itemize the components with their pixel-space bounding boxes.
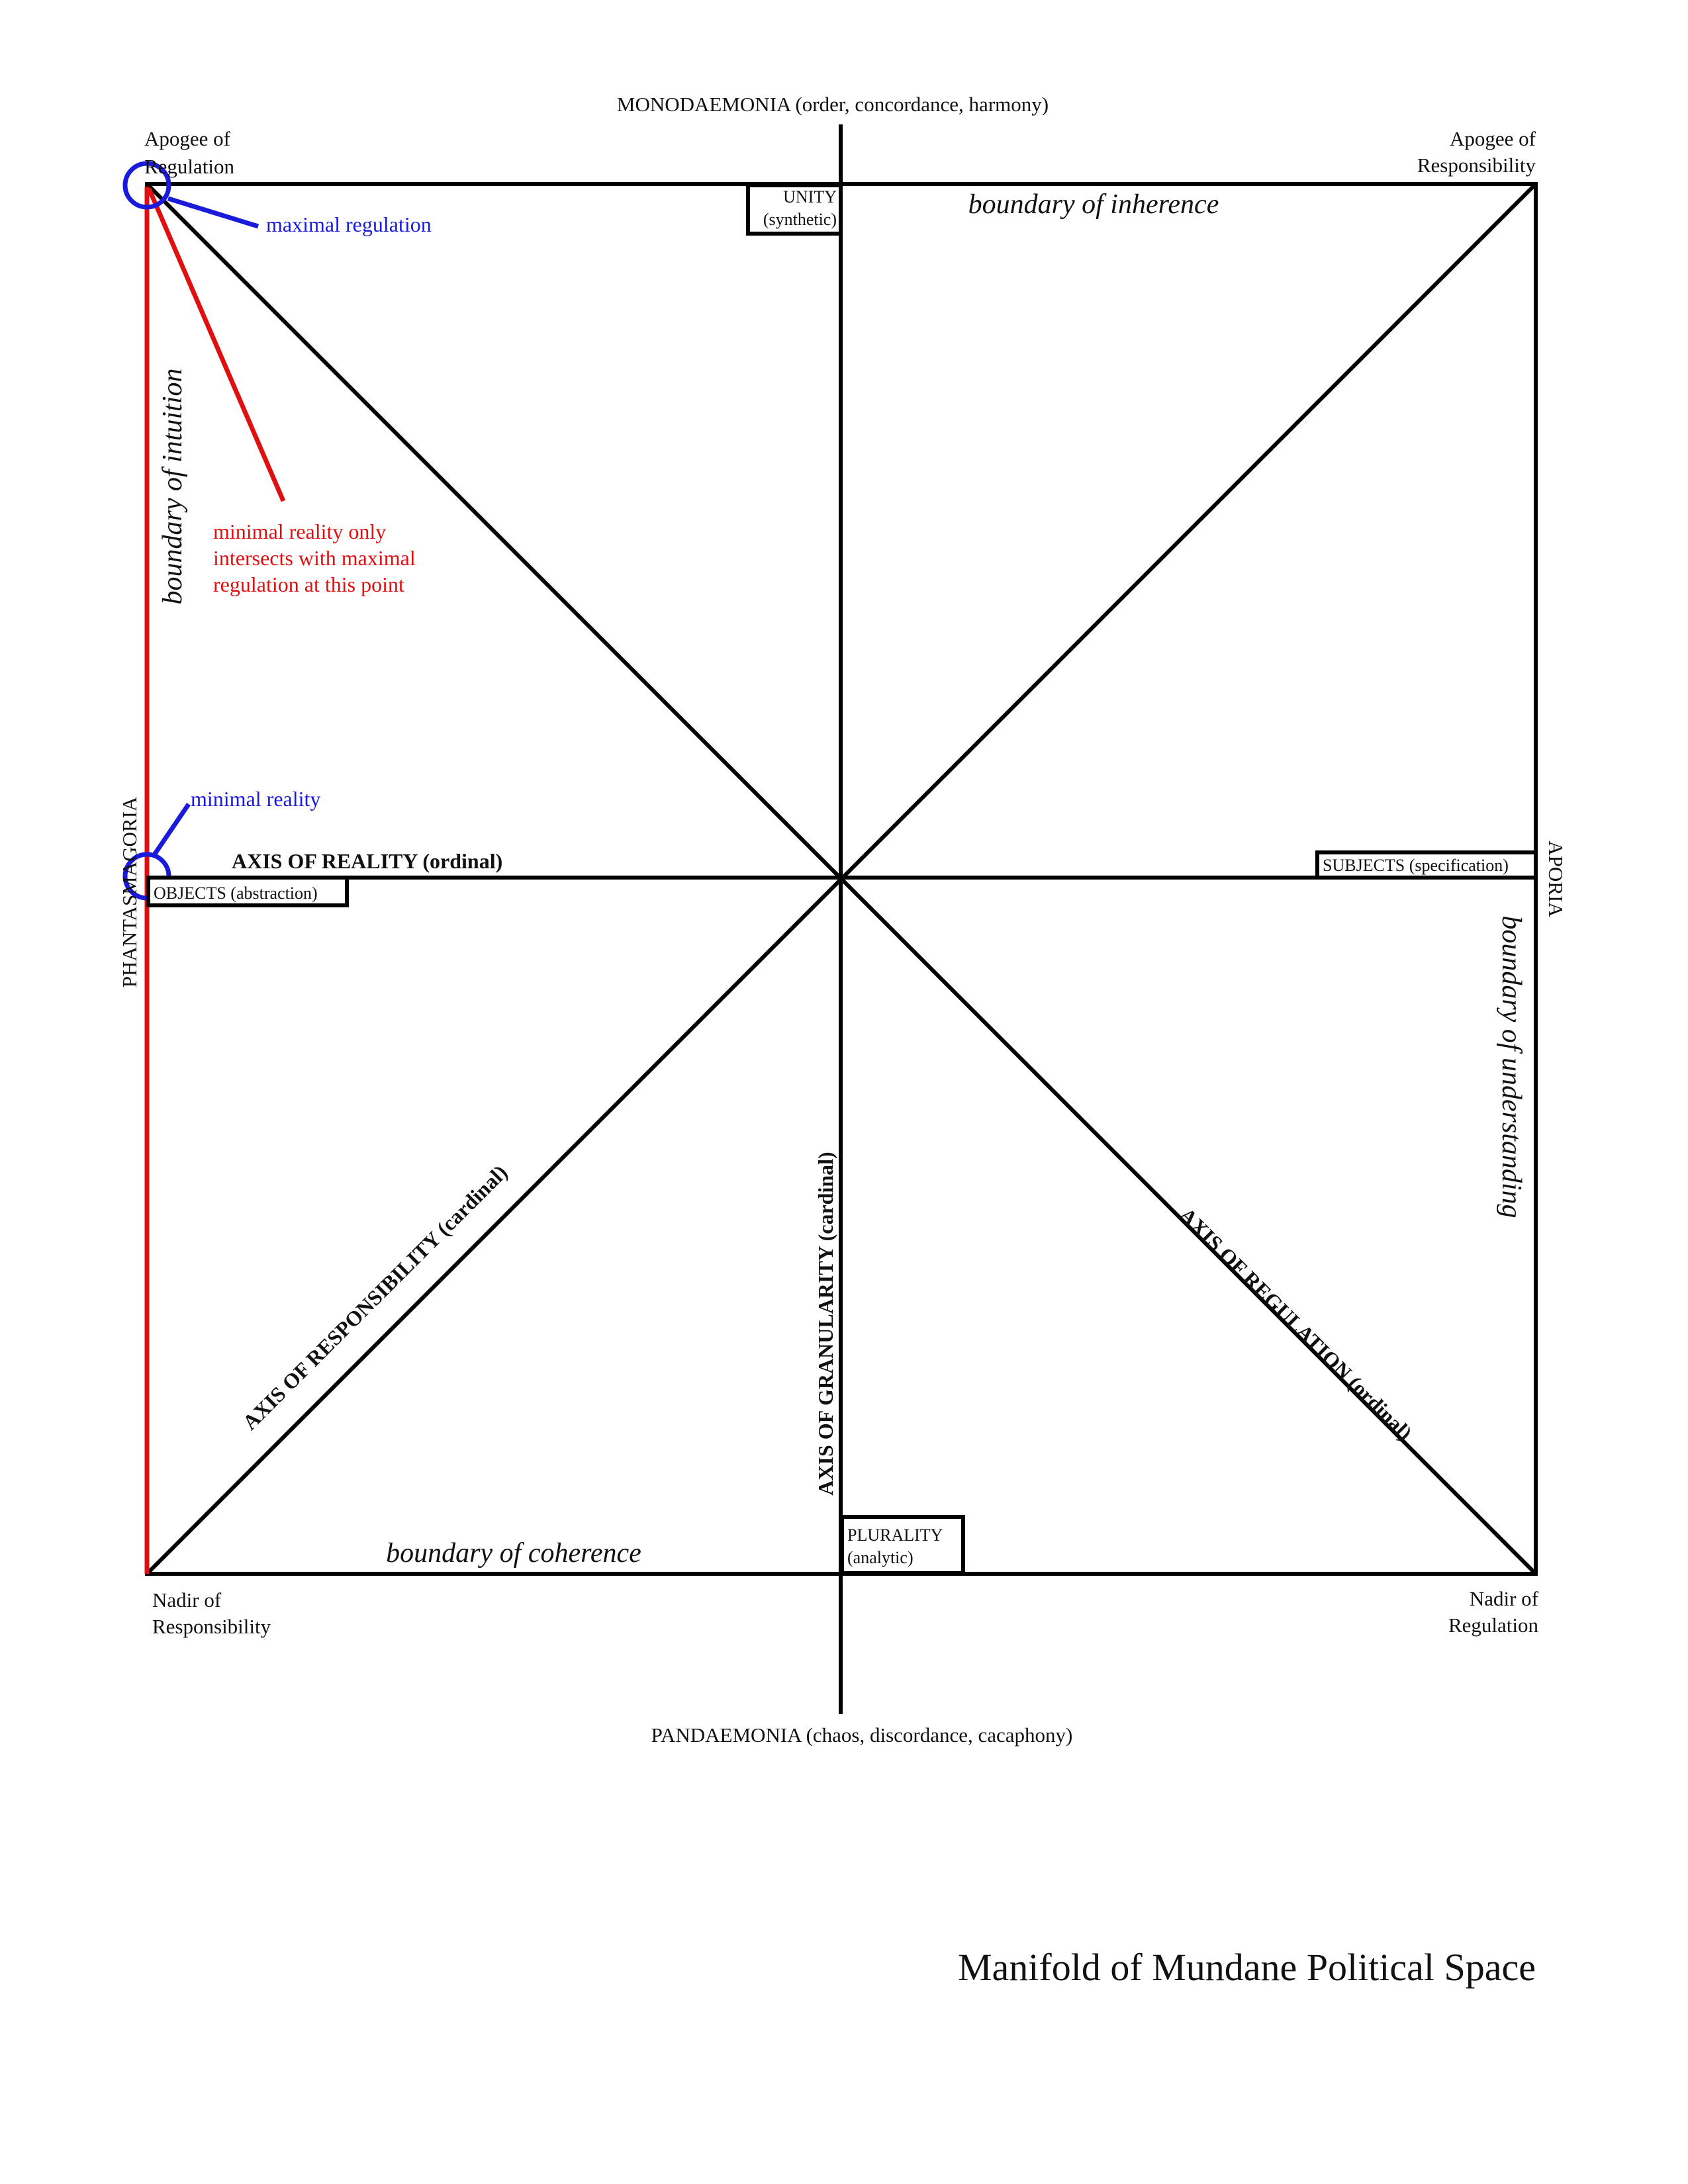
pole-top-label: MONODAEMONIA (order, concordance, harmon… (617, 93, 1049, 116)
pole-left-label: PHANTASMAGORIA (118, 796, 141, 987)
boundary-top-label: boundary of inherence (968, 189, 1219, 220)
unity-label: UNITY (783, 187, 837, 206)
diagram-title: Manifold of Mundane Political Space (958, 1946, 1536, 1989)
corner-top-right-line1: Apogee of (1450, 127, 1536, 150)
corner-bottom-left-line2: Responsibility (152, 1615, 271, 1638)
corner-top-right-line2: Responsibility (1417, 154, 1536, 177)
corner-top-left-line1: Apogee of (144, 127, 231, 150)
note-line3: regulation at this point (213, 572, 404, 596)
unity-sublabel: (synthetic) (763, 210, 837, 229)
red-pointer-line (146, 187, 286, 502)
unity-box (746, 183, 843, 236)
corner-bottom-right-line1: Nadir of (1470, 1587, 1539, 1610)
corner-top-left-line2: Regulation (144, 155, 235, 178)
plurality-box (840, 1515, 965, 1575)
maximal-regulation-circle (122, 161, 171, 210)
pole-bottom-label: PANDAEMONIA (chaos, discordance, cacapho… (651, 1723, 1073, 1747)
corner-bottom-left-line1: Nadir of (152, 1588, 222, 1612)
plurality-sublabel: (analytic) (847, 1548, 914, 1567)
note-line2: intersects with maximal (213, 546, 416, 570)
boundary-left-label: boundary of intuition (158, 369, 188, 605)
axis-responsibility-label: AXIS OF RESPONSIBILITY (cardinal) (238, 1160, 512, 1434)
objects-box (146, 876, 349, 907)
objects-label: OBJECTS (abstraction) (154, 884, 318, 903)
subjects-box (1315, 850, 1538, 880)
axis-reality-label: AXIS OF REALITY (ordinal) (232, 849, 502, 873)
axis-regulation-label: AXIS OF REGULATION (ordinal) (1175, 1203, 1417, 1445)
responsibility-axis-line (145, 182, 1538, 1576)
axis-granularity-label: AXIS OF GRANULARITY (cardinal) (814, 1152, 837, 1495)
pole-right-label: APORIA (1544, 841, 1568, 917)
boundary-right-label: boundary of understanding (1496, 915, 1526, 1218)
minimal-reality-label: minimal reality (191, 787, 320, 811)
plurality-label: PLURALITY (847, 1525, 943, 1545)
minimal-reality-pointer (152, 803, 191, 857)
maximal-regulation-pointer (167, 196, 259, 229)
corner-bottom-right-line2: Regulation (1448, 1614, 1539, 1637)
maximal-regulation-label: maximal regulation (266, 212, 432, 236)
subjects-label: SUBJECTS (specification) (1323, 856, 1509, 875)
boundary-bottom-label: boundary of coherence (386, 1538, 641, 1569)
note-line1: minimal reality only (213, 520, 386, 543)
